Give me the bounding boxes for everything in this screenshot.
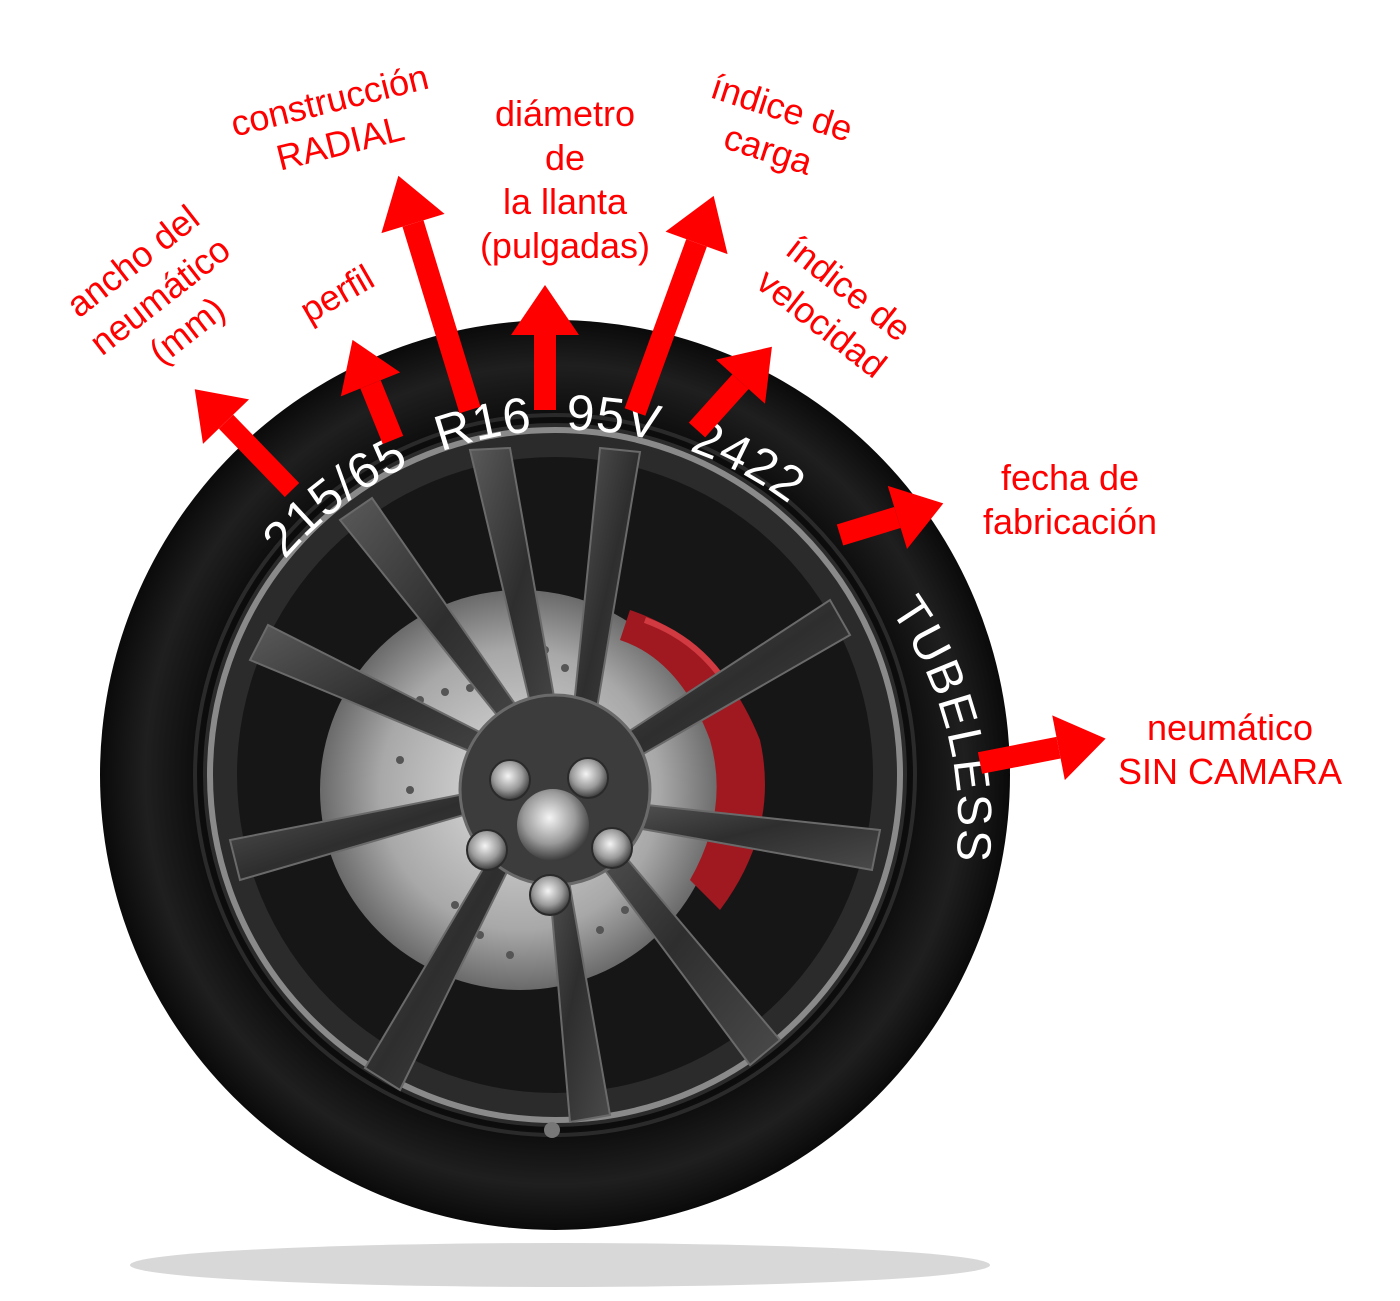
ground-shadow (130, 1243, 990, 1287)
arrow-width (194, 389, 300, 497)
spokes (228, 446, 882, 1124)
arrow-profile (340, 339, 404, 445)
label-diameter: diámetro de la llanta (pulgadas) (479, 93, 651, 266)
center-cap (517, 789, 589, 861)
lug-nuts (466, 757, 633, 916)
arrow-date (836, 485, 944, 550)
arrow-construction (381, 175, 481, 414)
arrows (194, 175, 1106, 781)
rim-edge (207, 427, 903, 1123)
arrow-diameter (511, 285, 579, 410)
label-date: fecha de fabricación (982, 457, 1158, 542)
arrow-speed (688, 346, 772, 438)
arrow-tubeless (977, 715, 1106, 781)
arrow-load (624, 195, 728, 416)
valve-stem (544, 1122, 560, 1138)
label-tubeless: neumático SIN CAMARA (1117, 707, 1343, 792)
